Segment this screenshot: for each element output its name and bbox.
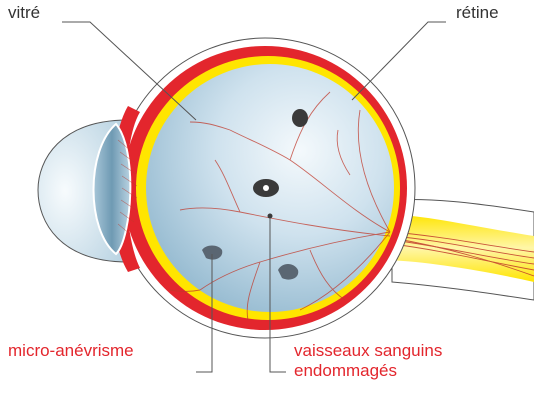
label-microaneurysm: micro-anévrisme — [8, 341, 134, 361]
label-damaged-vessels-line2: endommagés — [294, 361, 442, 381]
label-retina: rétine — [456, 3, 499, 23]
label-vitreous: vitré — [8, 3, 40, 23]
lesion-top — [292, 109, 308, 127]
label-damaged-vessels: vaisseaux sanguins endommagés — [294, 341, 442, 381]
label-damaged-vessels-line1: vaisseaux sanguins — [294, 341, 442, 361]
lesion-dot — [268, 214, 273, 219]
